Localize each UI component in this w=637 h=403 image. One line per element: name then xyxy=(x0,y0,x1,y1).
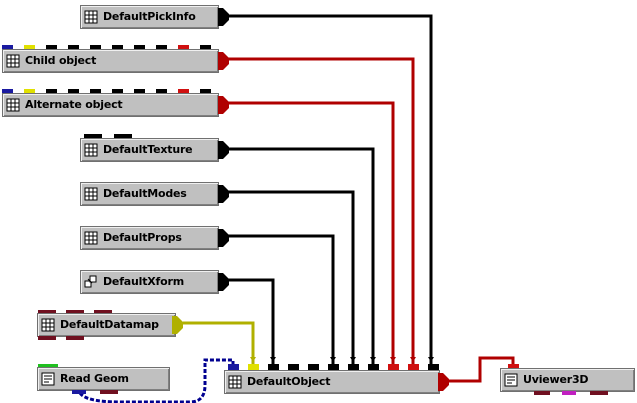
output-port[interactable] xyxy=(438,371,450,393)
file-module-icon xyxy=(504,373,518,387)
grid-cube-icon xyxy=(84,231,98,245)
module-label: Read Geom xyxy=(60,372,129,385)
module-uviewer3d[interactable]: Uviewer3D xyxy=(500,368,635,392)
wire-modes xyxy=(228,190,355,368)
grid-cube-icon xyxy=(84,10,98,24)
module-label: DefaultModes xyxy=(103,187,187,200)
module-label: DefaultTexture xyxy=(103,143,193,156)
module-child-object[interactable]: Child object xyxy=(2,49,219,73)
grid-cube-icon xyxy=(6,98,20,112)
grid-cube-icon xyxy=(6,54,20,68)
module-defaultprops[interactable]: DefaultProps xyxy=(80,226,219,250)
module-defaultobject[interactable]: DefaultObject xyxy=(224,370,440,394)
port-strip xyxy=(2,45,220,49)
output-port[interactable] xyxy=(172,314,184,336)
output-port[interactable] xyxy=(218,50,230,72)
output-port[interactable] xyxy=(218,94,230,116)
module-defaultpickinfo[interactable]: DefaultPickInfo xyxy=(80,5,219,29)
module-read-geom[interactable]: Read Geom xyxy=(37,367,170,391)
wire-alternate xyxy=(228,101,395,368)
module-defaultmodes[interactable]: DefaultModes xyxy=(80,182,219,206)
grid-cube-icon xyxy=(41,318,55,332)
output-port[interactable] xyxy=(218,6,230,28)
module-label: DefaultProps xyxy=(103,231,182,244)
output-port[interactable] xyxy=(218,183,230,205)
module-defaultxform[interactable]: DefaultXform xyxy=(80,270,219,294)
wire-props xyxy=(228,234,335,368)
port-strip-bottom xyxy=(534,391,614,395)
port-strip xyxy=(38,310,178,314)
grid-cube-icon xyxy=(228,375,242,389)
port-strip-bottom xyxy=(38,336,98,340)
output-port[interactable] xyxy=(218,139,230,161)
port-strip xyxy=(38,364,68,368)
grid-cube-icon xyxy=(84,143,98,157)
module-label: DefaultObject xyxy=(247,375,331,388)
wire-child xyxy=(228,57,415,368)
module-label: DefaultPickInfo xyxy=(103,10,196,23)
file-module-icon xyxy=(41,372,55,386)
grid-cube-icon xyxy=(84,187,98,201)
object-input-ports xyxy=(228,357,439,370)
module-defaultdatamap[interactable]: DefaultDatamap xyxy=(37,313,176,337)
module-label: Alternate object xyxy=(25,98,123,111)
module-label: Uviewer3D xyxy=(523,373,589,386)
module-defaulttexture[interactable]: DefaultTexture xyxy=(80,138,219,162)
wire-pickinfo xyxy=(228,14,433,368)
wire-object-viewer xyxy=(448,356,515,383)
wire-texture xyxy=(228,147,375,368)
module-label: DefaultXform xyxy=(103,275,184,288)
output-port[interactable] xyxy=(218,271,230,293)
viewer-input-ports xyxy=(508,364,519,370)
module-alternate-object[interactable]: Alternate object xyxy=(2,93,219,117)
module-label: DefaultDatamap xyxy=(60,318,159,331)
wire-xform xyxy=(228,278,275,368)
port-strip-bottom xyxy=(72,390,132,394)
output-port[interactable] xyxy=(218,227,230,249)
module-label: Child object xyxy=(25,54,97,67)
transform-icon xyxy=(84,275,97,288)
port-strip xyxy=(2,89,220,93)
port-strip xyxy=(84,134,144,138)
wire-datamap xyxy=(183,321,255,368)
